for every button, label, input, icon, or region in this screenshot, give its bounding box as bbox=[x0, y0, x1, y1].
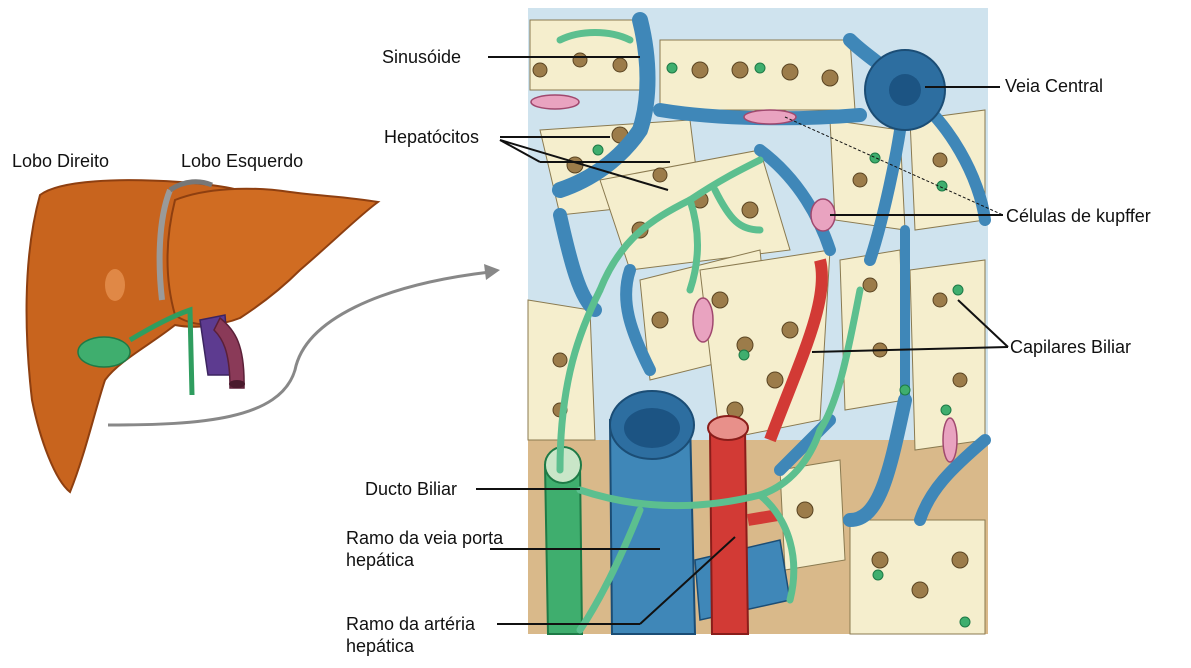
ivc-opening bbox=[229, 380, 245, 388]
liver-illustration bbox=[27, 180, 378, 492]
label-bile-duct: Ducto Biliar bbox=[365, 478, 457, 500]
label-right-lobe: Lobo Direito bbox=[12, 150, 109, 172]
central-vein-lumen bbox=[889, 74, 921, 106]
artery-side-branch bbox=[748, 515, 778, 520]
zoom-arrow-head bbox=[484, 264, 500, 280]
label-central-vein: Veia Central bbox=[1005, 75, 1103, 97]
label-portal-vein-branch: Ramo da veia porta hepática bbox=[346, 527, 516, 571]
artery-opening bbox=[708, 416, 748, 440]
artery-branch-shape bbox=[710, 430, 748, 634]
portal-vein-lumen bbox=[624, 408, 680, 448]
liver-highlight bbox=[105, 269, 125, 301]
label-hepatic-artery-branch: Ramo da artéria hepática bbox=[346, 613, 516, 657]
label-sinusoid: Sinusóide bbox=[382, 46, 461, 68]
liver-left-lobe bbox=[168, 189, 379, 325]
label-left-lobe: Lobo Esquerdo bbox=[181, 150, 303, 172]
lobule-illustration bbox=[528, 8, 988, 634]
gallbladder bbox=[78, 337, 130, 367]
label-kupffer-cells: Células de kupffer bbox=[1006, 205, 1151, 227]
label-bile-capillaries: Capilares Biliar bbox=[1010, 336, 1131, 358]
label-hepatocytes: Hepatócitos bbox=[384, 126, 479, 148]
